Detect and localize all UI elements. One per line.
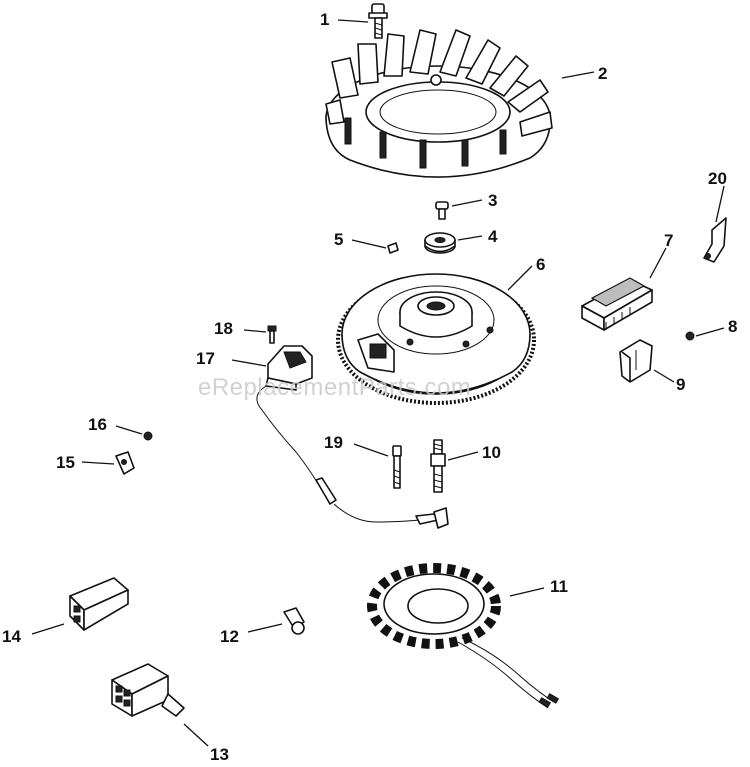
callout-14: 14	[2, 627, 21, 646]
part-6-flywheel	[336, 273, 536, 405]
part-15-clip	[115, 451, 135, 475]
watermark-text: eReplacementParts.com	[198, 374, 471, 401]
callout-3: 3	[488, 191, 497, 210]
callout-1: 1	[320, 10, 329, 29]
callout-19: 19	[324, 433, 343, 452]
callout-7: 7	[664, 231, 673, 250]
callout-12: 12	[220, 627, 239, 646]
callout-11: 11	[550, 577, 568, 596]
part-11-stator	[367, 563, 560, 709]
part-18-bolt	[267, 325, 277, 344]
part-12-terminal	[283, 607, 305, 635]
callout-6: 6	[536, 255, 545, 274]
part-1-screw	[368, 3, 388, 39]
callout-4: 4	[488, 227, 498, 246]
callout-9: 9	[676, 375, 685, 394]
callout-2: 2	[598, 64, 607, 83]
part-13-connector	[111, 663, 185, 717]
part-17-ignition-module	[256, 345, 449, 529]
callout-numbers: 1 2 3 4 5 6 7 8 9 10 11 12 13 14 15 16 1…	[2, 10, 737, 764]
callout-16: 16	[88, 415, 107, 434]
callout-18: 18	[214, 319, 233, 338]
leader-lines	[31, 19, 725, 747]
callout-10: 10	[482, 443, 501, 462]
part-5-key	[387, 242, 399, 254]
part-4-washer	[424, 232, 456, 254]
callout-8: 8	[728, 317, 737, 336]
part-7-rectifier	[581, 277, 653, 331]
part-20-bracket	[703, 217, 727, 263]
part-3-bolt	[435, 201, 449, 220]
part-14-connector-housing	[69, 577, 129, 631]
part-10-stud	[430, 439, 446, 493]
part-8-screw	[685, 331, 695, 341]
callout-13: 13	[210, 745, 229, 764]
callout-15: 15	[56, 453, 75, 472]
callout-17: 17	[196, 349, 215, 368]
callout-5: 5	[334, 230, 343, 249]
part-2-fan	[325, 29, 553, 178]
part-9-connector	[619, 339, 653, 383]
callout-20: 20	[708, 169, 727, 188]
part-16-nut	[143, 431, 153, 441]
part-19-stud	[392, 445, 402, 489]
